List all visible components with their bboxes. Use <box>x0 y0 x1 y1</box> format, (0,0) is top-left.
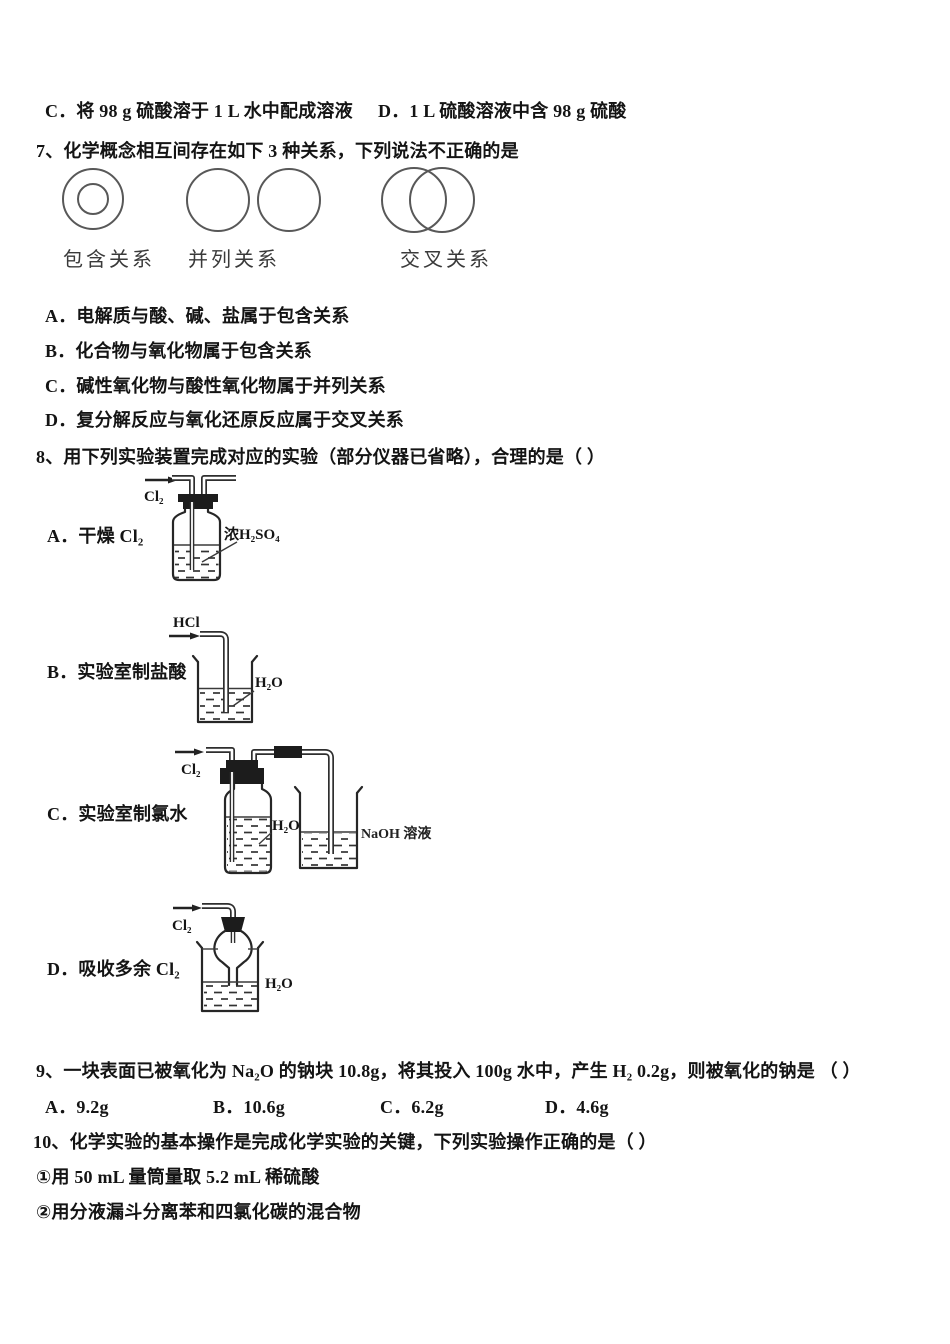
apparatus-b-beaker-with-tube: HCl H₂O <box>169 615 283 724</box>
beaker <box>293 785 364 870</box>
venn-inner-circle <box>77 183 109 215</box>
q10-item-1: ①用 50 mL 量筒量取 5.2 mL 稀硫酸 <box>36 1167 320 1187</box>
q8-stem: 8、用下列实验装置完成对应的实验（部分仪器已省略），合理的是（ ） <box>36 447 606 467</box>
reagent-label: H₂O <box>265 976 293 992</box>
reagent-label: H₂O <box>255 675 283 691</box>
reagent-pointer-line <box>232 690 255 707</box>
q10-stem: 10、化学实验的基本操作是完成化学实验的关键，下列实验操作正确的是（ ） <box>33 1132 657 1152</box>
relation-label-cross: 交叉关系 <box>400 249 492 271</box>
q10-item-2: ②用分液漏斗分离苯和四氯化碳的混合物 <box>36 1202 361 1222</box>
stopper-top <box>226 760 258 769</box>
q7-option-b: B．化合物与氧化物属于包含关系 <box>45 341 313 361</box>
q8-label-c: C．实验室制氯水 <box>47 804 188 824</box>
venn-left-circle <box>186 168 250 232</box>
inverted-flask-funnel <box>213 929 253 987</box>
venn-overlap-right-circle <box>409 167 475 233</box>
apparatus-a-gas-washing-bottle: Cl₂ 浓H₂SO₄ <box>144 475 280 582</box>
bottle-outline <box>223 782 273 875</box>
bottle-reagent-pointer <box>258 832 272 845</box>
delivery-tube <box>200 631 229 712</box>
relation-label-inclusion: 包含关系 <box>63 249 155 271</box>
q7-stem: 7、化学概念相互间存在如下 3 种关系，下列说法不正确的是 <box>36 141 519 161</box>
reagent-pointer-line <box>201 541 238 563</box>
liquid <box>175 546 219 579</box>
rubber-joint <box>274 746 302 758</box>
reagent-label: 浓H₂SO₄ <box>224 526 280 543</box>
gas-flow-arrow <box>175 748 204 756</box>
stopper <box>220 768 264 784</box>
beaker-reagent-label: NaOH 溶液 <box>361 825 432 842</box>
q9-stem: 9、一块表面已被氧化为 Na₂O 的钠块 10.8g，将其投入 100g 水中，… <box>36 1061 861 1081</box>
gas-label: Cl₂ <box>144 489 164 505</box>
venn-right-circle <box>257 168 321 232</box>
outlet-tube <box>201 475 236 500</box>
apparatus-d-inverted-funnel-beaker: Cl₂ H₂O <box>172 903 293 1013</box>
connecting-tube <box>298 749 334 854</box>
bottle-outline <box>171 507 222 582</box>
gas-label: HCl <box>173 615 200 631</box>
q8-label-b: B．实验室制盐酸 <box>47 662 187 682</box>
gas-label: Cl₂ <box>172 918 192 934</box>
q6-option-c: C．将 98 g 硫酸溶于 1 L 水中配成溶液 <box>45 101 353 121</box>
apparatus-c-bottle-and-beaker: Cl₂ H₂O NaOH 溶液 <box>175 746 432 875</box>
q9-option-c: C．6.2g <box>380 1097 444 1117</box>
beaker <box>195 940 265 1013</box>
relation-label-parallel: 并列关系 <box>188 249 280 271</box>
q6-option-d: D．1 L 硫酸溶液中含 98 g 硫酸 <box>378 101 627 121</box>
liquid <box>204 983 257 1011</box>
q7-option-c: C．碱性氧化物与酸性氧化物属于并列关系 <box>45 376 386 396</box>
q8-label-a: A．干燥 Cl₂ <box>47 526 144 546</box>
stopper <box>178 494 218 502</box>
q8-label-d: D．吸收多余 Cl₂ <box>47 959 180 979</box>
gas-flow-arrow <box>169 632 200 640</box>
q9-option-a: A．9.2g <box>45 1097 109 1117</box>
venn-outer-circle <box>62 168 124 230</box>
gas-flow-arrow <box>173 904 202 912</box>
q9-option-b: B．10.6g <box>213 1097 285 1117</box>
gas-label: Cl₂ <box>181 762 201 778</box>
stopper-ring <box>183 502 213 509</box>
inlet-tube <box>172 475 195 500</box>
q7-option-d: D．复分解反应与氧化还原反应属于交叉关系 <box>45 410 404 430</box>
bottle-reagent-label: H₂O <box>272 818 300 834</box>
delivery-tube <box>202 903 236 918</box>
stopper <box>221 917 245 932</box>
q9-option-d: D．4.6g <box>545 1097 609 1117</box>
q7-option-a: A．电解质与酸、碱、盐属于包含关系 <box>45 306 350 326</box>
